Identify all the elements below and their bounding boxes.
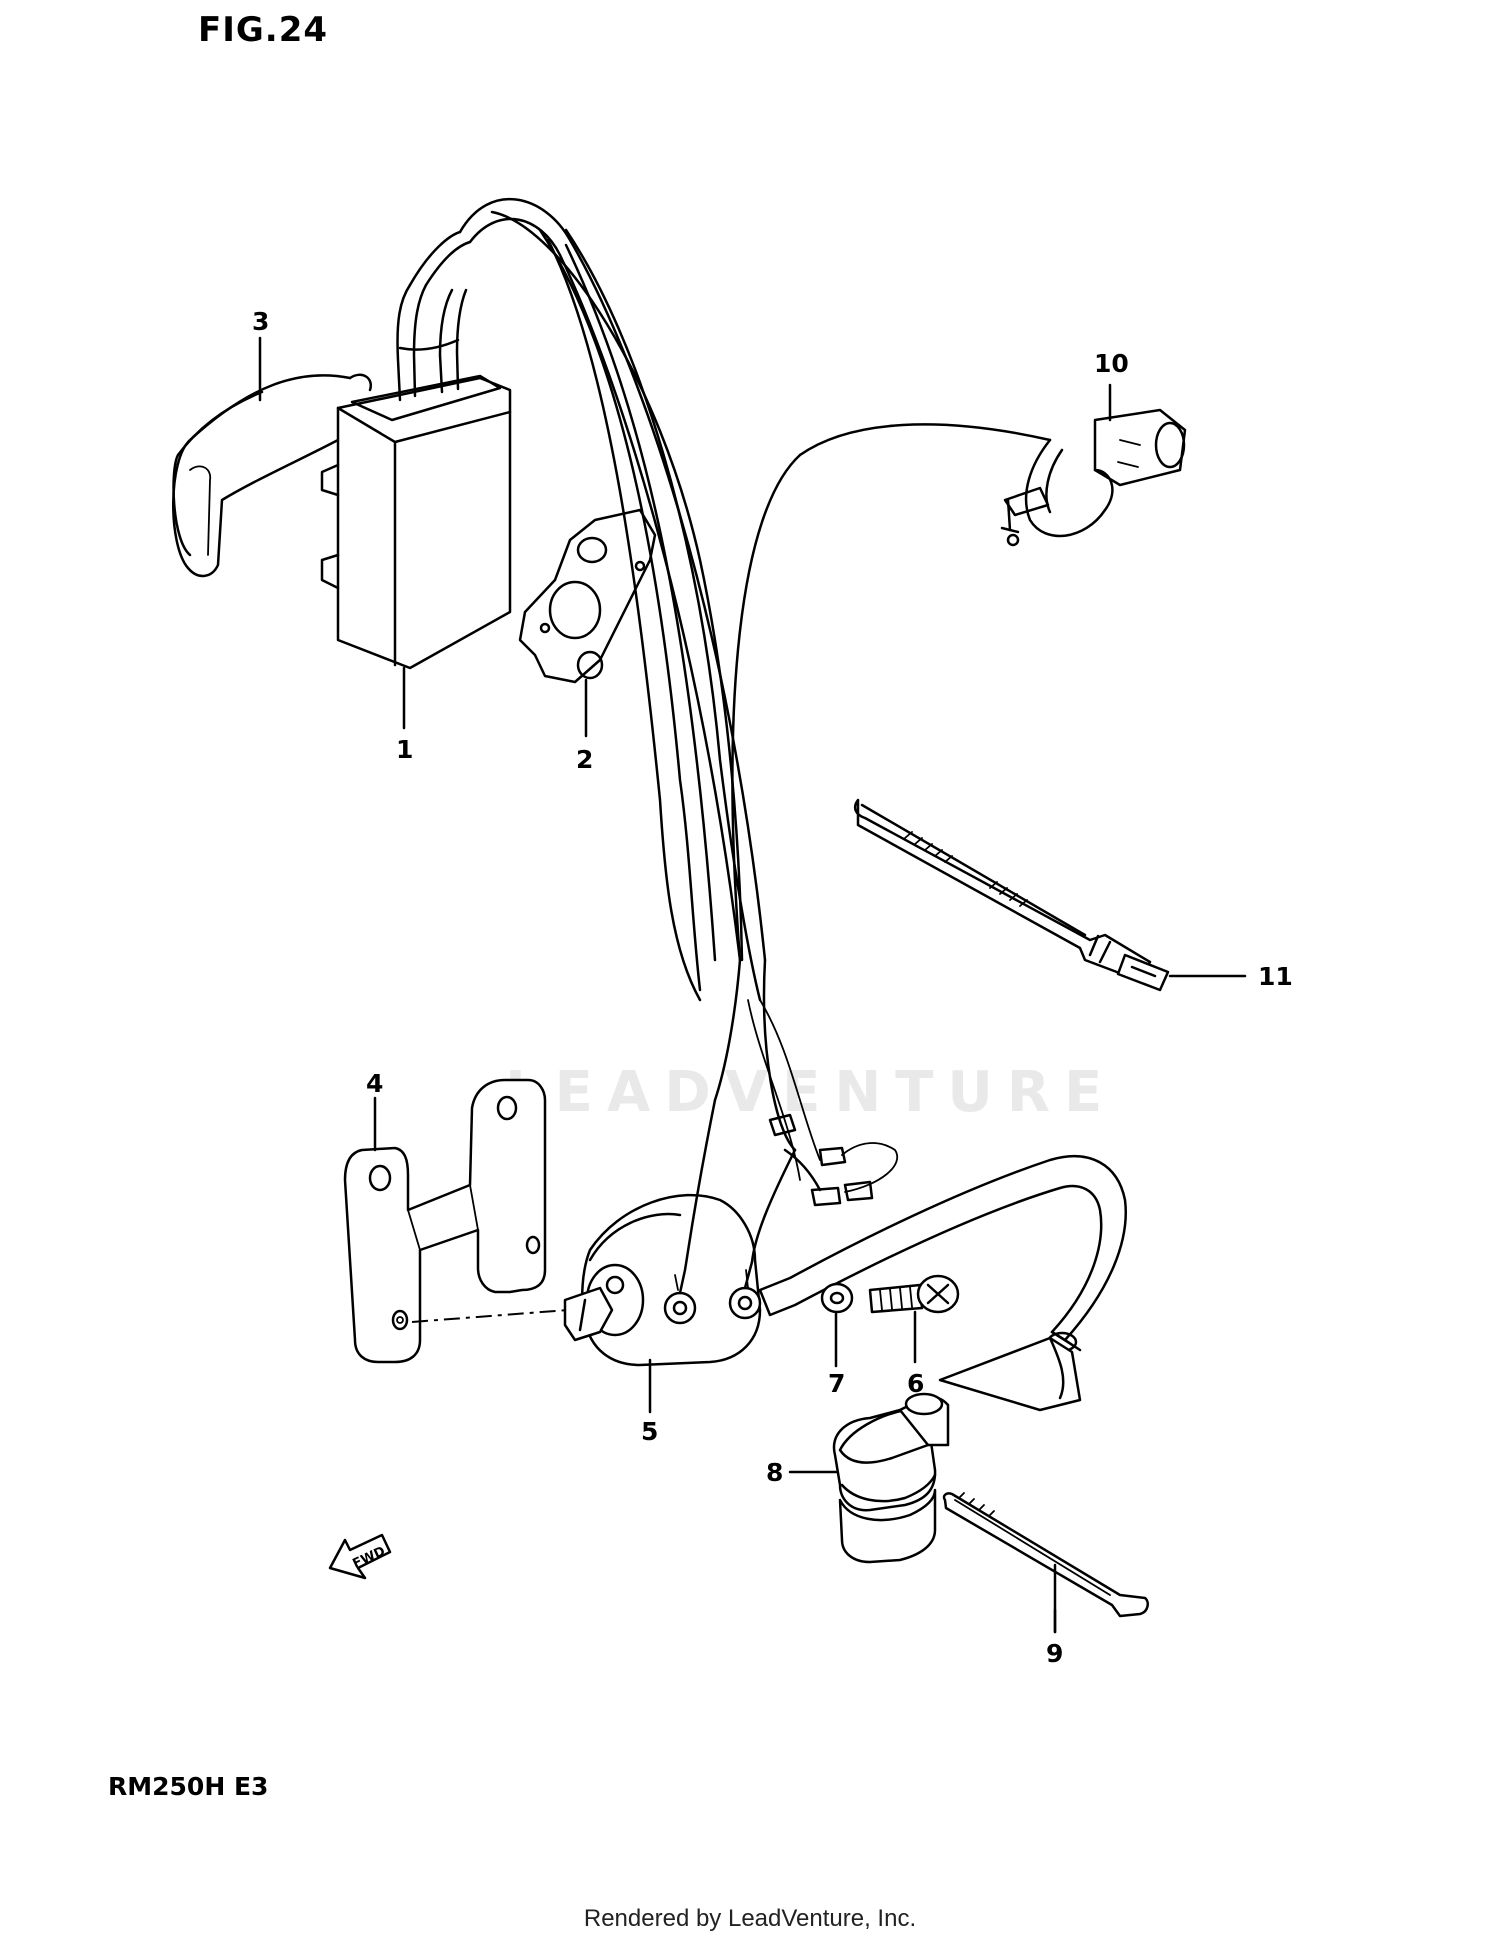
callout-2: 2 [576,745,593,774]
callout-1: 1 [396,735,413,764]
callout-9: 9 [1046,1639,1063,1668]
model-code: RM250H E3 [108,1772,269,1801]
callout-numbers: 1 2 3 4 5 6 7 8 9 10 11 [252,307,1293,1668]
callout-10: 10 [1094,349,1129,378]
part-9-clamp [942,1492,1149,1618]
part-7-washer [820,1282,854,1314]
callout-4: 4 [366,1069,383,1098]
callout-6: 6 [907,1369,924,1398]
part-1-cdi-unit [320,230,512,670]
part-5-ignition-coil [563,1098,1127,1367]
assembly-line [411,1309,569,1323]
part-11-cable-tie [853,798,1170,992]
wiring-harness [458,197,898,1207]
callout-8: 8 [766,1458,783,1487]
part-10-engine-stop-switch [731,408,1187,962]
callout-leaders [258,336,1247,1634]
part-2-gasket [518,508,657,684]
part-8-spark-plug-cap [832,1336,1082,1564]
part-6-bolt [868,1274,960,1314]
part-4-bracket [343,1078,547,1364]
callout-5: 5 [641,1417,658,1446]
part-3-cover-strap [172,373,373,578]
callout-7: 7 [828,1369,845,1398]
callout-3: 3 [252,307,269,336]
figure-title: FIG.24 [198,10,329,50]
footer-credit: Rendered by LeadVenture, Inc. [583,1905,917,1932]
fwd-arrow-icon: FWD [328,1533,392,1580]
callout-11: 11 [1258,962,1293,991]
